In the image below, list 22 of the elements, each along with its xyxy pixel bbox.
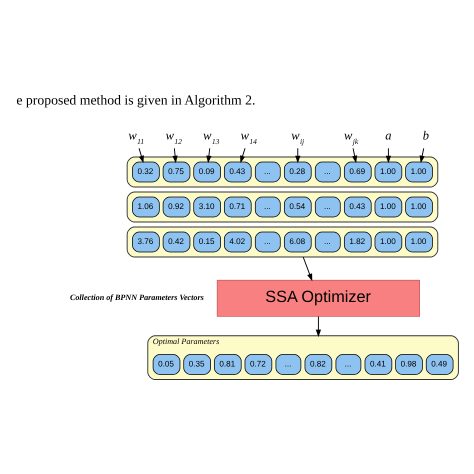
label: e proposed method is given in Algorithm 2. — [16, 92, 256, 108]
node-text: w$_{jk}$ — [344, 128, 358, 146]
node-text: a — [385, 128, 392, 142]
arrow — [316, 316, 322, 338]
arrow — [420, 148, 425, 164]
cluster — [126, 226, 438, 258]
arrow — [240, 148, 246, 164]
cluster — [126, 192, 438, 222]
node-text: w$_{12}$ — [166, 128, 182, 146]
arrow — [295, 148, 300, 164]
arrow — [302, 256, 312, 282]
node-text: w$_{11}$ — [128, 128, 144, 146]
node-text: w$_{ij}$ — [291, 128, 304, 146]
arrow — [352, 148, 358, 164]
node-text: w$_{13}$ — [203, 128, 220, 146]
arrow — [138, 148, 144, 164]
node-box: SSA Optimizer — [216, 280, 420, 317]
node-text: w$_{14}$ — [240, 128, 257, 146]
arrow — [386, 148, 392, 164]
arrow — [172, 148, 178, 164]
node-text: b — [422, 128, 430, 142]
arrow — [206, 148, 212, 164]
